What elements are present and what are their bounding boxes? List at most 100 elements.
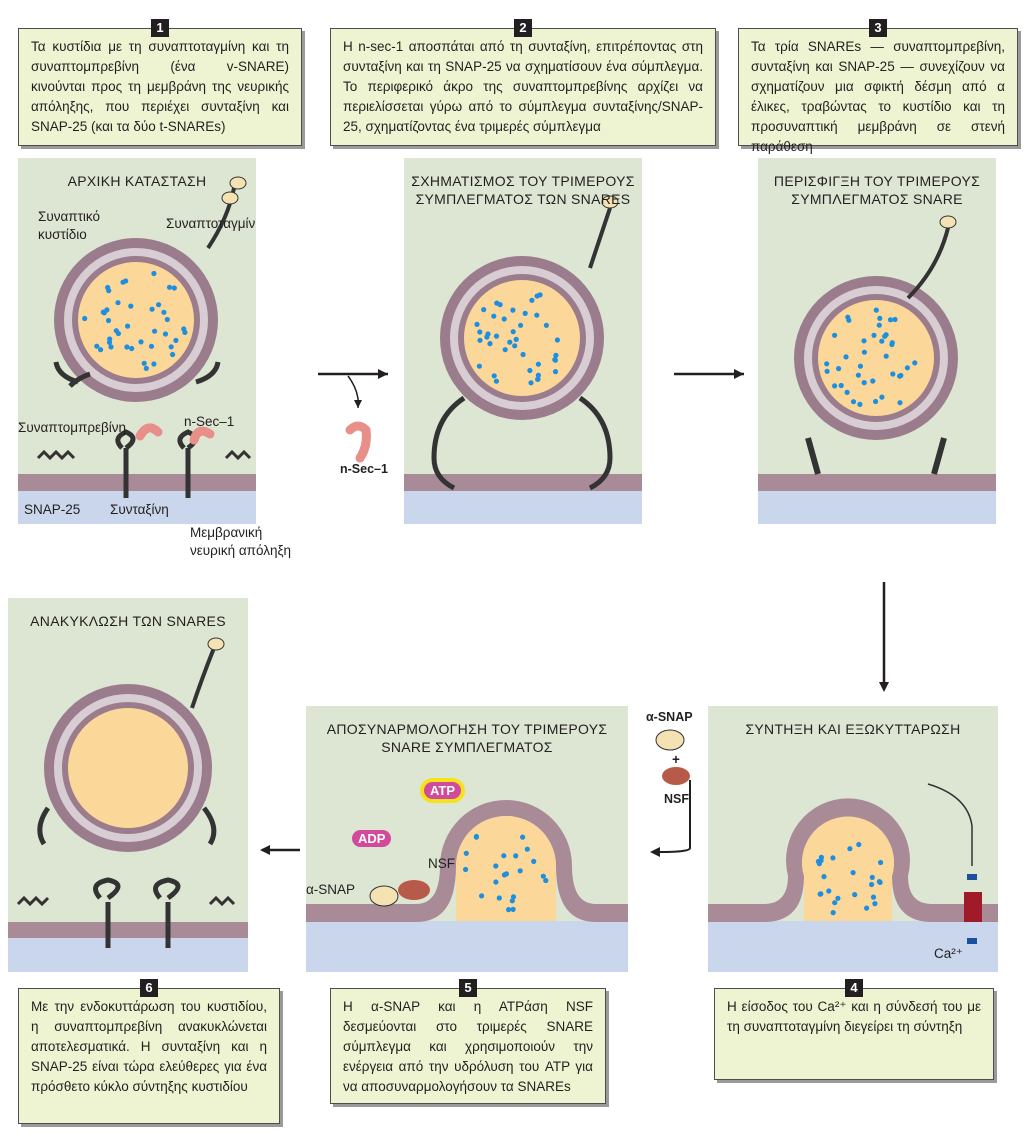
neurotransmitter-dot [520,834,526,840]
caption-step-2: 2 Η n-sec-1 αποσπάται από τη συνταξίνη, … [330,19,716,146]
neurotransmitter-dot [141,360,147,366]
neurotransmitter-dot [173,337,179,343]
neurotransmitter-dot [857,401,863,407]
neurotransmitter-dot [182,329,188,335]
neurotransmitter-dot [844,389,850,395]
label-plus: + [672,752,680,767]
step-number-4: 4 [845,979,863,997]
caption-text-6: Με την ενδοκυττάρωση του κυστιδίου, η συ… [31,999,267,1094]
caption-step-1: 1 Τα κυστίδια με τη συναπτοταγμίνη και τ… [18,19,302,146]
vesicle-contents [815,841,884,916]
neurotransmitter-dot [877,315,883,321]
neurotransmitter-dot [124,344,130,350]
label-adp: ADP [352,830,392,847]
neurotransmitter-dot [553,352,559,358]
neurotransmitter-dot [138,339,144,345]
neurotransmitter-dot [485,331,491,337]
neurotransmitter-dot [463,866,469,873]
neurotransmitter-dot [463,850,469,856]
label-calcium: Ca²⁺ [934,946,963,961]
neurotransmitter-dot [821,874,827,880]
neurotransmitter-dot [873,398,879,405]
neurotransmitter-dot [152,328,158,334]
neurotransmitter-dot [513,336,519,342]
neurotransmitter-dot [115,300,121,306]
neurotransmitter-dot [491,313,497,319]
neurotransmitter-dot [513,853,519,859]
label-atp: ATP [424,782,462,799]
neurotransmitter-dot [512,343,518,349]
neurotransmitter-dot [864,905,870,911]
neurotransmitter-dot [870,894,877,900]
neurotransmitter-dot [156,302,162,308]
neurotransmitter-dot [151,361,157,367]
panel-2-title: ΣΧΗΜΑΤΙΣΜΟΣ ΤΟΥ ΤΡΙΜΕΡΟΥΣ ΣΥΜΠΛΕΓΜΑΤΟΣ Τ… [411,173,635,207]
vesicle-contents [824,307,918,407]
label-nsec1: n-Sec–1 [184,414,235,429]
panel-zippering: ΠΕΡΙΣΦΙΓΞΗ ΤΟΥ ΤΡΙΜΕΡΟΥΣ ΣΥΜΠΛΕΓΜΑΤΟΣ SN… [758,158,996,524]
panel-1-title: ΑΡΧΙΚΗ ΚΑΤΑΣΤΑΣΗ [67,173,207,189]
neurotransmitter-dot [912,360,918,366]
neurotransmitter-dot [476,363,482,369]
neurotransmitter-dot [836,366,842,372]
vesicle-contents [82,270,188,371]
neurotransmitter-dot [524,846,530,852]
neurotransmitter-dot [850,870,856,876]
neurotransmitter-dot [82,315,88,322]
neurotransmitter-dot [510,307,516,313]
neurotransmitter-dot [528,380,534,386]
step-number-3: 3 [869,19,887,37]
neurotransmitter-dot [887,317,894,323]
neurotransmitter-dot [850,399,857,405]
neurotransmitter-dot [535,372,541,378]
label-snap25: SNAP-25 [24,502,81,517]
label-syntaxin: Συνταξίνη [110,502,169,517]
neurotransmitter-dot [861,380,867,386]
neurotransmitter-dot [128,303,134,309]
label-nsf-free: NSF [664,792,689,806]
neurotransmitter-dot [869,881,875,888]
panel-4-title: ΣΥΝΤΗΞΗ ΚΑΙ ΕΞΩΚΥΤΤΑΡΩΣΗ [745,721,961,737]
neurotransmitter-dot [883,353,889,359]
neurotransmitter-dot [529,297,535,303]
caption-step-4: 4 Η είσοδος του Ca²⁺ και η σύνδεσή του μ… [714,979,994,1080]
neurotransmitter-dot [162,331,169,337]
neurotransmitter-dot [552,357,558,363]
label-nsf-bound: NSF [428,856,455,871]
neurotransmitter-dot [846,317,852,323]
neurotransmitter-dot [832,332,838,338]
label-synaptobrevin: Συναπτομπρεβίνη [18,420,127,435]
neurotransmitter-dot [509,898,515,904]
neurotransmitter-dot [838,382,844,389]
panel-6-title: ΑΝΑΚΥΚΛΩΣΗ ΤΩΝ SNARES [30,613,226,629]
label-nsec1-released: n-Sec–1 [340,462,388,476]
panel-3-drawing [758,215,996,524]
caption-step-5: 5 Η α-SNAP και η ΑΤΡάση NSF δεσμεύονται … [330,979,606,1104]
caption-text-5: Η α-SNAP και η ΑΤΡάση NSF δεσμεύονται στ… [343,999,593,1094]
neurotransmitter-dot [474,321,480,327]
neurotransmitter-dot [882,333,888,339]
panel-6-drawing [8,637,248,972]
neurotransmitter-dot [534,312,540,318]
neurotransmitter-dot [830,910,836,916]
neurotransmitter-dot [540,873,546,879]
neurotransmitter-dot [892,316,898,323]
panel-fusion-exocytosis: ΣΥΝΤΗΞΗ ΚΑΙ ΕΞΩΚΥΤΤΑΡΩΣΗ Ca²⁺ [708,706,998,972]
neurotransmitter-dot [869,874,875,880]
neurotransmitter-dot [890,371,896,377]
neurotransmitter-dot [522,310,528,316]
neurotransmitter-dot [479,893,485,899]
neurotransmitter-dot [170,351,176,358]
neurotransmitter-dot [149,306,155,312]
neurotransmitter-dot [531,858,537,864]
neurotransmitter-dot [151,270,157,277]
neurotransmitter-dot [826,888,832,894]
neurotransmitter-dot [535,361,541,367]
label-membrane: Μεμβρανική νευρική απόληξη [190,525,292,558]
panel-recycling: ΑΝΑΚΥΚΛΩΣΗ ΤΩΝ SNARES [8,598,248,972]
neurotransmitter-dot [817,891,823,897]
neurotransmitter-dot [148,343,155,349]
neurotransmitter-dot [554,337,560,343]
neurotransmitter-dot [105,317,112,324]
neurotransmitter-dot [129,345,135,352]
